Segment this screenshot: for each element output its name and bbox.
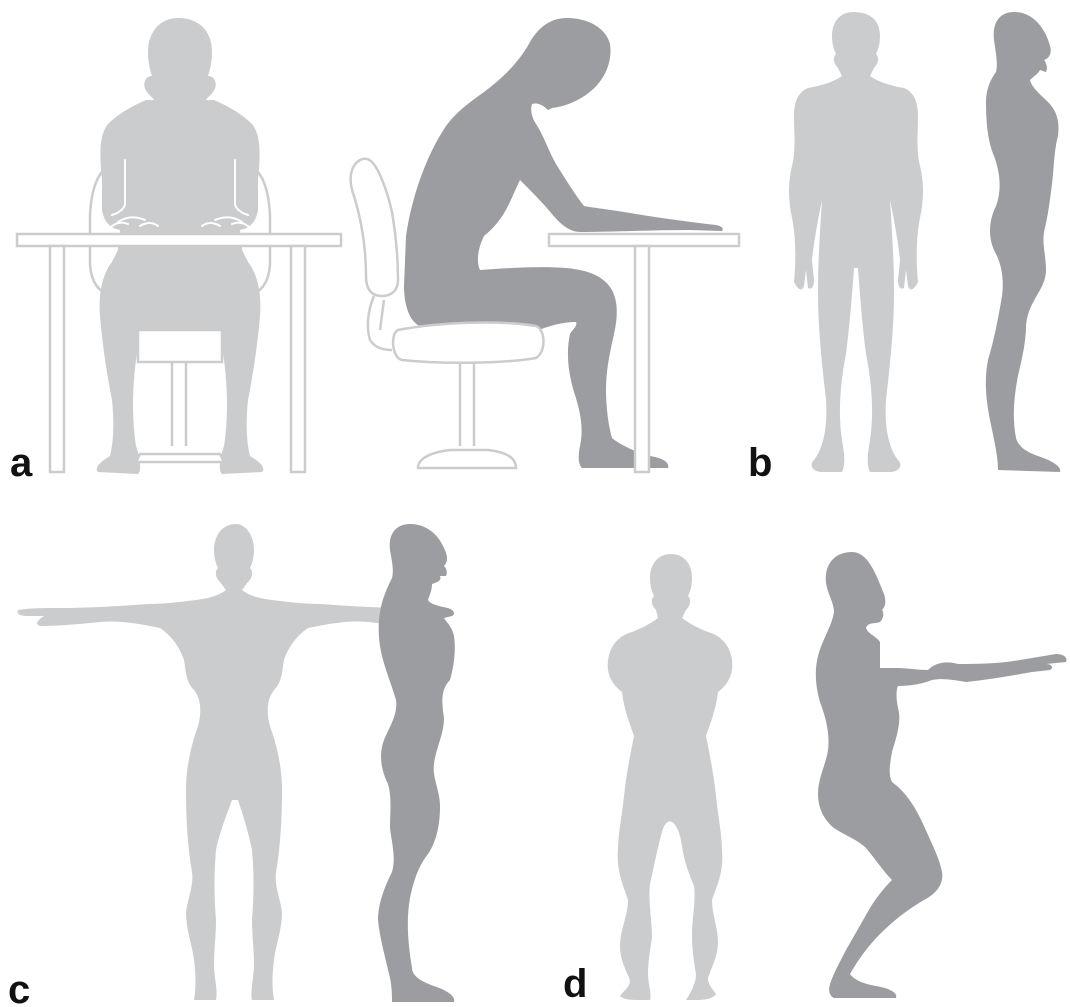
panel-c <box>17 524 454 1002</box>
squat-figure-side <box>816 552 1067 998</box>
squat-figure-front <box>608 554 733 1000</box>
desk-top-front <box>17 234 341 246</box>
chair-base-side <box>418 450 516 468</box>
panel-label-a: a <box>10 441 33 485</box>
panel-label-d: d <box>563 962 587 1006</box>
chair-seat-side <box>393 323 543 363</box>
standing-figure-front <box>789 12 923 472</box>
panel-label-b: b <box>748 441 772 485</box>
arms-out-figure-side <box>378 524 455 1002</box>
chair-back-side <box>351 159 398 296</box>
desk-leg-left <box>50 246 64 472</box>
desk-leg-side <box>635 246 649 472</box>
desk-top-side <box>549 234 739 246</box>
chair-post-side <box>460 362 474 446</box>
panel-d <box>608 552 1067 1000</box>
panel-label-c: c <box>8 968 30 1007</box>
standing-figure-side <box>986 12 1060 472</box>
desk-leg-right <box>291 246 305 472</box>
chair-seat-front <box>138 330 222 362</box>
chair-base-front <box>136 454 224 462</box>
panel-b <box>789 12 1060 472</box>
chair-post-front <box>172 362 186 446</box>
panel-a <box>17 18 739 474</box>
chair-arm-side <box>368 296 392 350</box>
